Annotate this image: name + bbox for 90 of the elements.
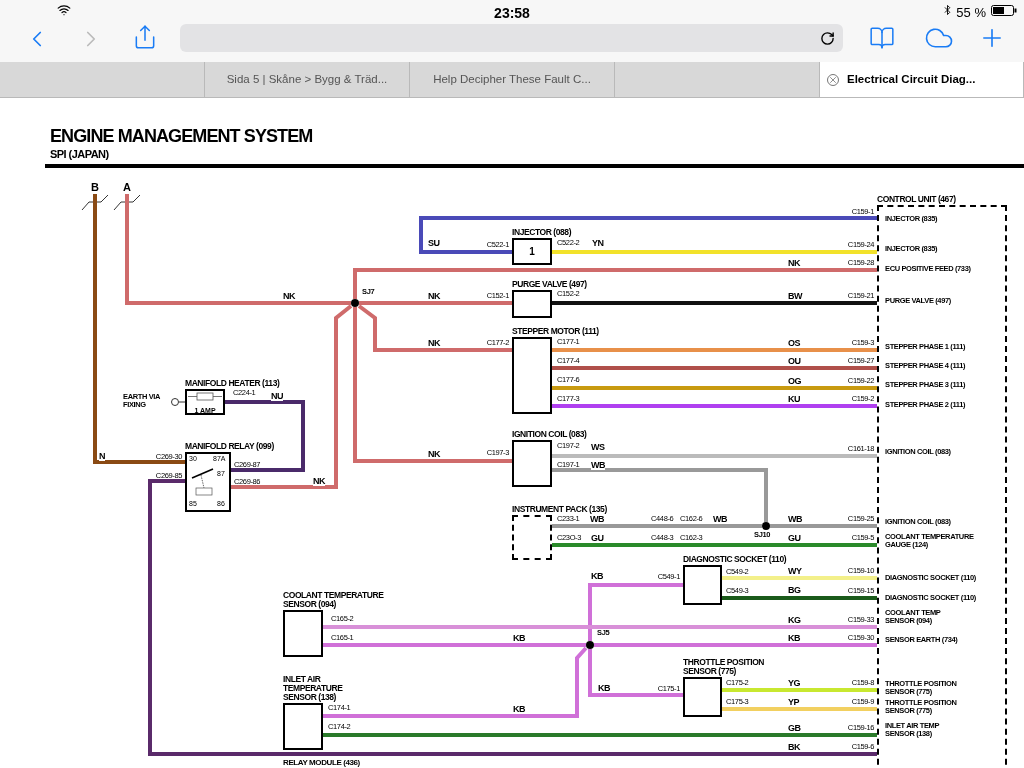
wire-code: OU	[788, 356, 801, 366]
component-label: THROTTLE POSITION SENSOR (775)	[683, 658, 766, 676]
wire	[552, 348, 877, 352]
browser-tab: Help Decipher These Fault C...	[410, 62, 615, 98]
battery-percent: 55 %	[956, 4, 986, 22]
wire-code: YN	[592, 238, 604, 248]
wire-terminal-label: A	[120, 180, 134, 194]
wire-code: NK	[283, 291, 296, 301]
wire	[552, 524, 762, 528]
wire	[552, 404, 877, 408]
wire	[419, 216, 877, 254]
wire	[594, 643, 877, 647]
wire	[588, 649, 683, 697]
wire-code: BK	[788, 742, 801, 752]
wire-code: KG	[788, 615, 801, 625]
wire	[552, 301, 877, 305]
wire	[357, 304, 512, 352]
wire-terminal-label: B	[88, 180, 102, 194]
component-label: INJECTOR (088)	[512, 228, 572, 237]
wire-code: KB	[591, 571, 604, 581]
wire	[552, 543, 877, 547]
wire	[552, 386, 877, 390]
browser-tab: Electrical Circuit Diag...	[820, 62, 1024, 98]
wire	[93, 194, 185, 464]
wire-code: GB	[788, 723, 801, 733]
component-label: IGNITION COIL (083)	[512, 430, 587, 439]
diagram-subtitle: SPI (JAPAN)	[50, 147, 109, 162]
wire-code: OS	[788, 338, 801, 348]
component-label: INLET AIR TEMPERATURE SENSOR (138)	[283, 675, 344, 702]
wire	[722, 707, 877, 711]
wire	[148, 479, 877, 756]
wire-code: KB	[598, 683, 611, 693]
wire	[231, 304, 353, 489]
wire-code: NK	[313, 476, 326, 486]
wire-code: NK	[788, 258, 801, 268]
wire-code: SU	[428, 238, 440, 248]
wire-code: BG	[788, 585, 801, 595]
wire	[359, 301, 512, 305]
wire	[323, 625, 877, 629]
wire-code: KB	[513, 633, 526, 643]
wire-code: WB	[591, 460, 606, 470]
component-label: PURGE VALVE (497)	[512, 280, 587, 289]
wire	[353, 268, 877, 299]
wire-code: WB	[788, 514, 803, 524]
component-label: COOLANT TEMPERATURE SENSOR (094)	[283, 591, 385, 609]
wire	[552, 366, 877, 370]
wire	[323, 643, 586, 647]
wire	[225, 400, 305, 472]
wire-code: N	[99, 451, 106, 461]
wire-code: NK	[428, 291, 441, 301]
wire	[552, 454, 877, 458]
wire	[353, 307, 512, 463]
wire	[323, 646, 588, 718]
wire-code: KB	[513, 704, 526, 714]
component-label: RELAY MODULE (436)	[283, 758, 360, 767]
wire-code: NU	[271, 391, 284, 401]
wire-code: GU	[788, 533, 801, 543]
wire-code: WB	[713, 514, 728, 524]
wire-code: WY	[788, 566, 802, 576]
wire-code: NK	[428, 338, 441, 348]
wire-code: NK	[428, 449, 441, 459]
wire-code: WB	[590, 514, 605, 524]
browser-tab: Sida 5 | Skåne > Bygg & Träd...	[205, 62, 410, 98]
wire	[588, 583, 683, 641]
wire-code: YG	[788, 678, 801, 688]
diagram-title: ENGINE MANAGEMENT SYSTEM	[50, 126, 313, 146]
clock-text: 23:58	[494, 4, 530, 23]
component-label: MANIFOLD RELAY (099)	[185, 442, 274, 451]
wire	[323, 733, 877, 737]
wire	[552, 468, 768, 522]
wire-code: GU	[591, 533, 604, 543]
pin-number: 1	[528, 246, 536, 257]
wire	[770, 524, 877, 528]
wire	[125, 194, 351, 305]
wire	[722, 688, 877, 692]
wire	[552, 250, 877, 254]
component-label: INSTRUMENT PACK (135)	[512, 505, 607, 514]
wire-code: OG	[788, 376, 802, 386]
wire	[722, 576, 877, 580]
wire-code: WS	[591, 442, 605, 452]
component-label: STEPPER MOTOR (111)	[512, 327, 599, 336]
component-label: DIAGNOSTIC SOCKET (110)	[683, 555, 787, 564]
wire-code: BW	[788, 291, 803, 301]
wire-code: KB	[788, 633, 801, 643]
wire-code: YP	[788, 697, 800, 707]
component-label: MANIFOLD HEATER (113)	[185, 379, 280, 388]
wire	[178, 401, 186, 403]
component-label: CONTROL UNIT (467)	[877, 195, 956, 204]
wire-code: KU	[788, 394, 801, 404]
wire	[722, 596, 877, 600]
